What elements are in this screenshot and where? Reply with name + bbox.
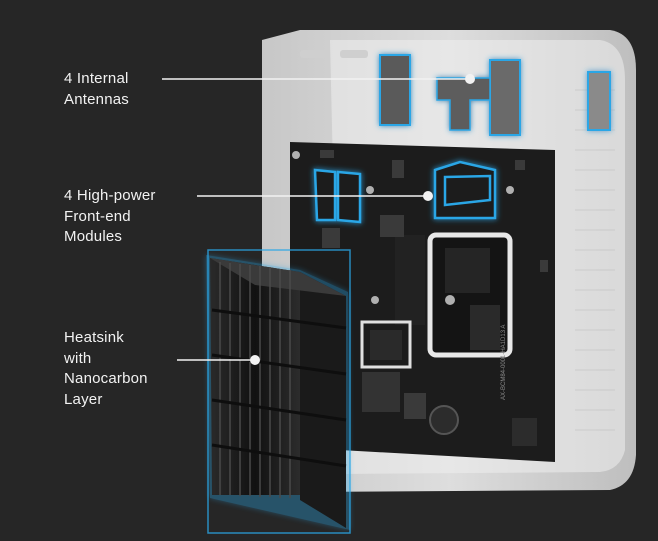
- heatsink-label-line-3: Nanocarbon: [64, 370, 148, 387]
- fem-label-line-1: 4 High-power: [64, 187, 156, 204]
- antennas-label-line-2: Antennas: [64, 90, 129, 108]
- fem-label-line-2: Front-end: [64, 207, 131, 225]
- callout-lines: [162, 78, 470, 361]
- fem-callout-dot: [423, 191, 433, 201]
- heatsink-callout-dot: [250, 355, 260, 365]
- antenna-group: [379, 54, 611, 136]
- antennas-callout-label: 4 Internal Antennas: [64, 69, 129, 110]
- heatsink-label-line-2: with: [64, 349, 92, 367]
- front-end-modules-group: [313, 160, 497, 224]
- heatsink-label-line-4: Layer: [64, 390, 103, 408]
- heatsink-graphic: [206, 249, 351, 534]
- fem-callout-label: 4 High-power Front-end Modules: [64, 186, 156, 248]
- fem-label-line-3: Modules: [64, 228, 123, 245]
- antenna-callout-dot: [465, 74, 475, 84]
- heatsink-callout-label: Heatsink with Nanocarbon Layer: [64, 328, 148, 410]
- board-marking-text: AX-BCM84-0001-HA1D13 A: [501, 325, 507, 400]
- heatsink-label-line-1: Heatsink: [64, 329, 124, 346]
- antennas-label-line-1: 4 Internal: [64, 70, 129, 87]
